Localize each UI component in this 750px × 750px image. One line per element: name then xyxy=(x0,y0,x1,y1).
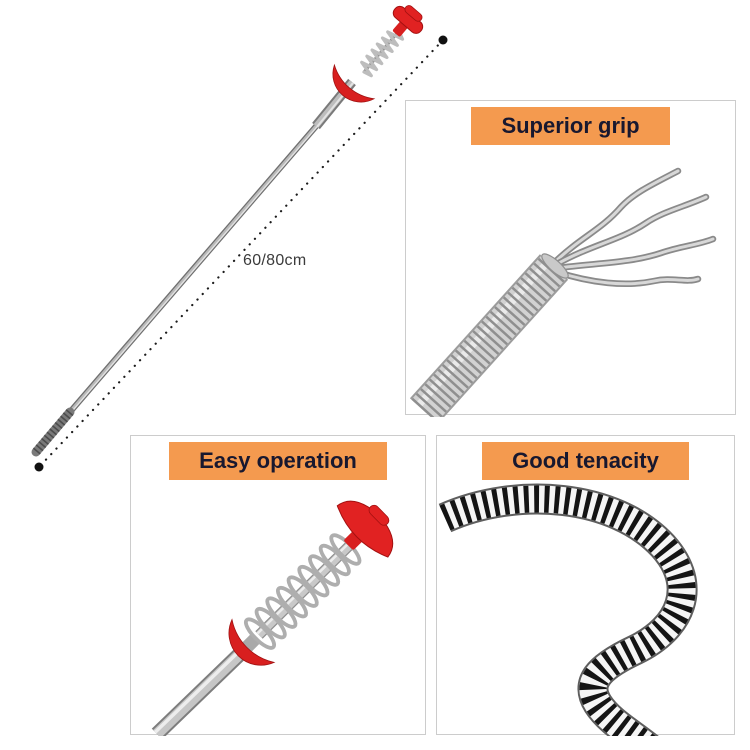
coil-tube xyxy=(409,253,569,417)
feature-panel-superior-grip: Superior grip xyxy=(405,100,736,417)
panel-label-good-tenacity: Good tenacity xyxy=(482,442,689,480)
feature-panel-good-tenacity: Good tenacity xyxy=(436,435,735,736)
tool-red-cap xyxy=(392,5,424,37)
main-tool-figure: 60/80cm xyxy=(0,0,460,480)
inner-rod xyxy=(255,539,355,639)
flexible-cable-illustration xyxy=(438,483,698,736)
red-crescent xyxy=(228,618,276,666)
feature-panel-easy-operation: Easy operation xyxy=(130,435,426,736)
claw-prongs xyxy=(551,167,717,287)
red-cap xyxy=(336,500,394,558)
grabber-tool-illustration xyxy=(31,5,448,472)
panel-label-easy-operation: Easy operation xyxy=(169,442,387,480)
coiled-cable xyxy=(438,483,698,736)
panel-label-superior-grip: Superior grip xyxy=(471,107,670,145)
tool-red-crescent xyxy=(332,63,376,103)
length-dotted-line xyxy=(34,35,448,472)
length-dimension-label: 60/80cm xyxy=(243,252,307,269)
tool-spring xyxy=(360,29,405,78)
handle-closeup-illustration xyxy=(151,500,394,736)
tool-grip-end xyxy=(31,407,75,457)
claw-grip-illustration xyxy=(409,167,717,417)
tool-shaft xyxy=(67,122,321,414)
